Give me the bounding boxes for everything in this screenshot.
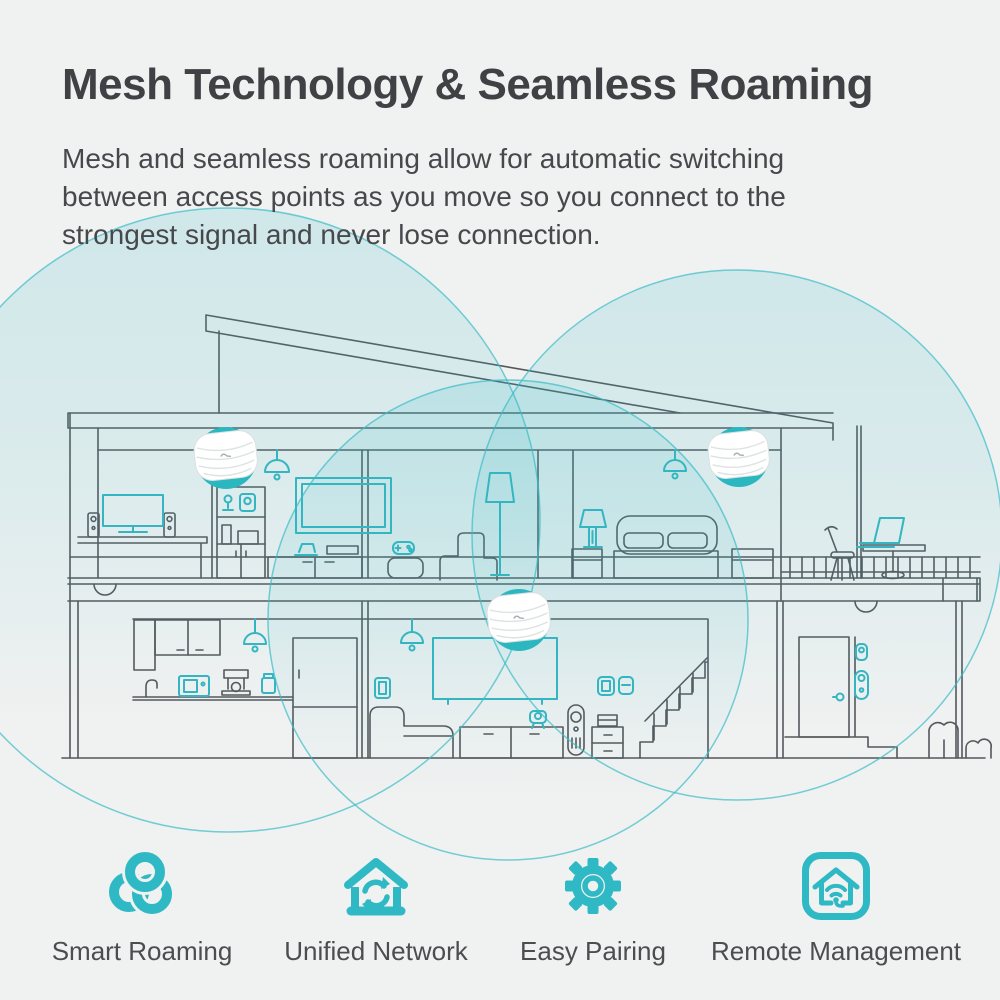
intro-paragraph: Mesh and seamless roaming allow for auto… bbox=[62, 143, 786, 250]
feature-label: Remote Management bbox=[710, 936, 962, 966]
gear-icon bbox=[557, 850, 629, 924]
feature-label: Unified Network bbox=[284, 936, 468, 966]
feature-unified-network: Unified Network bbox=[246, 850, 506, 965]
feature-label: Easy Pairing bbox=[520, 936, 666, 966]
feature-label: Smart Roaming bbox=[51, 936, 233, 966]
access-point-2 bbox=[707, 427, 770, 487]
access-point-3 bbox=[486, 589, 551, 651]
house-sync-icon bbox=[337, 850, 415, 924]
feature-easy-pairing: Easy Pairing bbox=[463, 850, 723, 965]
page-title: Mesh Technology & Seamless Roaming bbox=[62, 60, 874, 109]
feature-remote-management: Remote Management bbox=[706, 850, 966, 965]
access-point-1 bbox=[193, 427, 258, 489]
mesh-trefoil-icon bbox=[106, 849, 178, 924]
house-wifi-icon bbox=[800, 850, 872, 924]
feature-smart-roaming: Smart Roaming bbox=[12, 849, 272, 966]
coverage-circle-right bbox=[471, 269, 1000, 801]
